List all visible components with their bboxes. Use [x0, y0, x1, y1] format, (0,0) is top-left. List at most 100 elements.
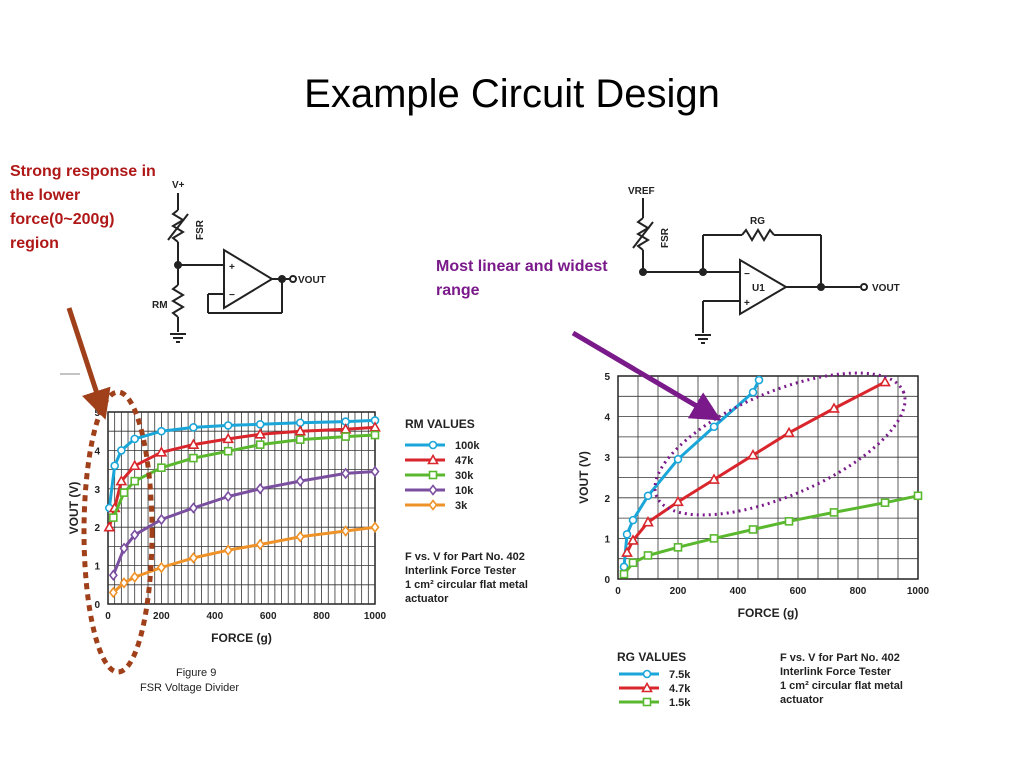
data-point-3k — [188, 552, 198, 564]
series-line-30k — [111, 433, 376, 519]
y-tick-label: 2 — [604, 494, 610, 505]
rg-label: RG — [750, 216, 765, 227]
data-point-1.5k — [628, 558, 638, 568]
caption-right-line1: F vs. V for Part No. 402 — [780, 652, 900, 664]
current-to-voltage-circuit — [632, 198, 868, 344]
data-point-30k — [370, 430, 380, 440]
data-point-4.7k — [747, 449, 759, 460]
annotation-strong-response: Strong response in the lower force(0~200… — [10, 163, 156, 252]
legend-label-30k: 30k — [455, 470, 474, 482]
y-axis-label: VOUT (V) — [67, 482, 81, 535]
data-point-10k — [341, 467, 351, 480]
data-point-1.5k — [748, 525, 758, 534]
data-point-7.5k — [643, 491, 653, 501]
x-tick-label: 1000 — [364, 611, 387, 622]
data-point-1.5k — [673, 543, 683, 552]
x-tick-label: 200 — [670, 586, 687, 597]
figure-number: Figure 9 — [176, 667, 216, 679]
series-3k — [108, 521, 380, 599]
legend-title-rg: RG VALUES — [617, 650, 686, 664]
data-point-3k — [119, 577, 129, 589]
caption-left-line2: Interlink Force Tester — [405, 565, 517, 577]
legend-marker-4.7k — [641, 681, 653, 693]
legend-marker-30k — [428, 470, 438, 480]
data-point-30k — [341, 432, 350, 441]
legend-label-100k: 100k — [455, 440, 480, 452]
data-point-1.5k — [880, 498, 890, 507]
data-point-30k — [295, 435, 305, 444]
y-tick-label: 4 — [604, 413, 610, 424]
data-point-47k — [187, 438, 200, 449]
data-point-100k — [117, 446, 126, 455]
data-point-4.7k — [828, 402, 840, 413]
y-tick-label: 2 — [94, 523, 100, 534]
data-point-47k — [128, 459, 141, 471]
caption-right-line2: Interlink Force Tester — [780, 666, 892, 678]
legend-label-7.5k: 7.5k — [669, 669, 691, 681]
opamp-plus-right: − — [744, 269, 750, 280]
fsr-label-left: FSR — [195, 219, 206, 240]
vout-label-right: VOUT — [872, 283, 900, 294]
data-point-1.5k — [619, 569, 629, 579]
y-tick-label: 3 — [94, 485, 100, 496]
lower-force-region-highlight — [81, 389, 155, 675]
legend-marker-1.5k — [642, 697, 652, 707]
data-point-7.5k — [754, 375, 764, 385]
vplus-label: V+ — [172, 180, 185, 191]
data-point-1.5k — [784, 517, 794, 526]
legend-marker-47k — [427, 453, 439, 465]
data-point-47k — [294, 425, 307, 436]
voltage-divider-circuit — [167, 193, 297, 343]
data-point-3k — [130, 571, 140, 583]
linear-range-highlight — [653, 371, 907, 517]
x-tick-label: 800 — [850, 586, 867, 597]
data-point-3k — [223, 544, 233, 557]
y-tick-label: 1 — [604, 534, 610, 545]
data-point-7.5k — [709, 422, 719, 432]
legend-marker-100k — [428, 440, 438, 450]
figure-caption: FSR Voltage Divider — [140, 682, 239, 694]
data-point-30k — [109, 513, 118, 522]
data-point-10k — [130, 529, 140, 541]
y-tick-label: 0 — [604, 575, 610, 586]
x-tick-label: 800 — [313, 611, 330, 622]
u1-label: U1 — [752, 283, 765, 294]
data-point-3k — [341, 525, 351, 537]
data-point-3k — [295, 530, 305, 543]
data-point-3k — [255, 538, 265, 551]
legend-label-4.7k: 4.7k — [669, 683, 691, 695]
x-axis-label: FORCE (g) — [738, 606, 799, 620]
x-axis-label: FORCE (g) — [211, 631, 272, 645]
legend-title-rm: RM VALUES — [405, 417, 475, 431]
vout-label-left: VOUT — [298, 275, 326, 286]
data-point-30k — [223, 446, 233, 456]
y-tick-label: 1 — [94, 562, 100, 573]
legend-marker-10k — [428, 484, 438, 496]
data-point-100k — [157, 426, 166, 436]
series-10k — [108, 465, 380, 582]
legend-label-3k: 3k — [455, 500, 468, 512]
data-point-4.7k — [708, 473, 720, 484]
arrow-to-linear-range — [571, 330, 722, 421]
data-point-7.5k — [628, 515, 638, 525]
data-point-3k — [370, 521, 380, 534]
data-point-10k — [119, 542, 129, 555]
opamp-plus-left: + — [229, 262, 235, 273]
x-tick-label: 1000 — [907, 586, 930, 597]
data-point-10k — [255, 482, 265, 495]
data-point-4.7k — [642, 516, 654, 527]
legend-rg: 7.5k4.7k1.5k — [619, 669, 691, 709]
legend-label-47k: 47k — [455, 455, 474, 467]
data-point-10k — [223, 490, 233, 503]
x-tick-label: 0 — [615, 586, 621, 597]
data-point-1.5k — [913, 491, 923, 501]
caption-right-line3: 1 cm² circular flat metal — [780, 680, 903, 692]
data-point-7.5k — [622, 530, 632, 539]
x-tick-label: 200 — [153, 611, 170, 622]
data-point-47k — [103, 521, 116, 532]
y-tick-label: 5 — [604, 372, 610, 383]
opamp-plus-right-bottom: + — [744, 298, 750, 309]
y-axis-label: VOUT (V) — [577, 451, 591, 504]
data-point-30k — [130, 476, 139, 486]
rm-label: RM — [152, 300, 168, 311]
